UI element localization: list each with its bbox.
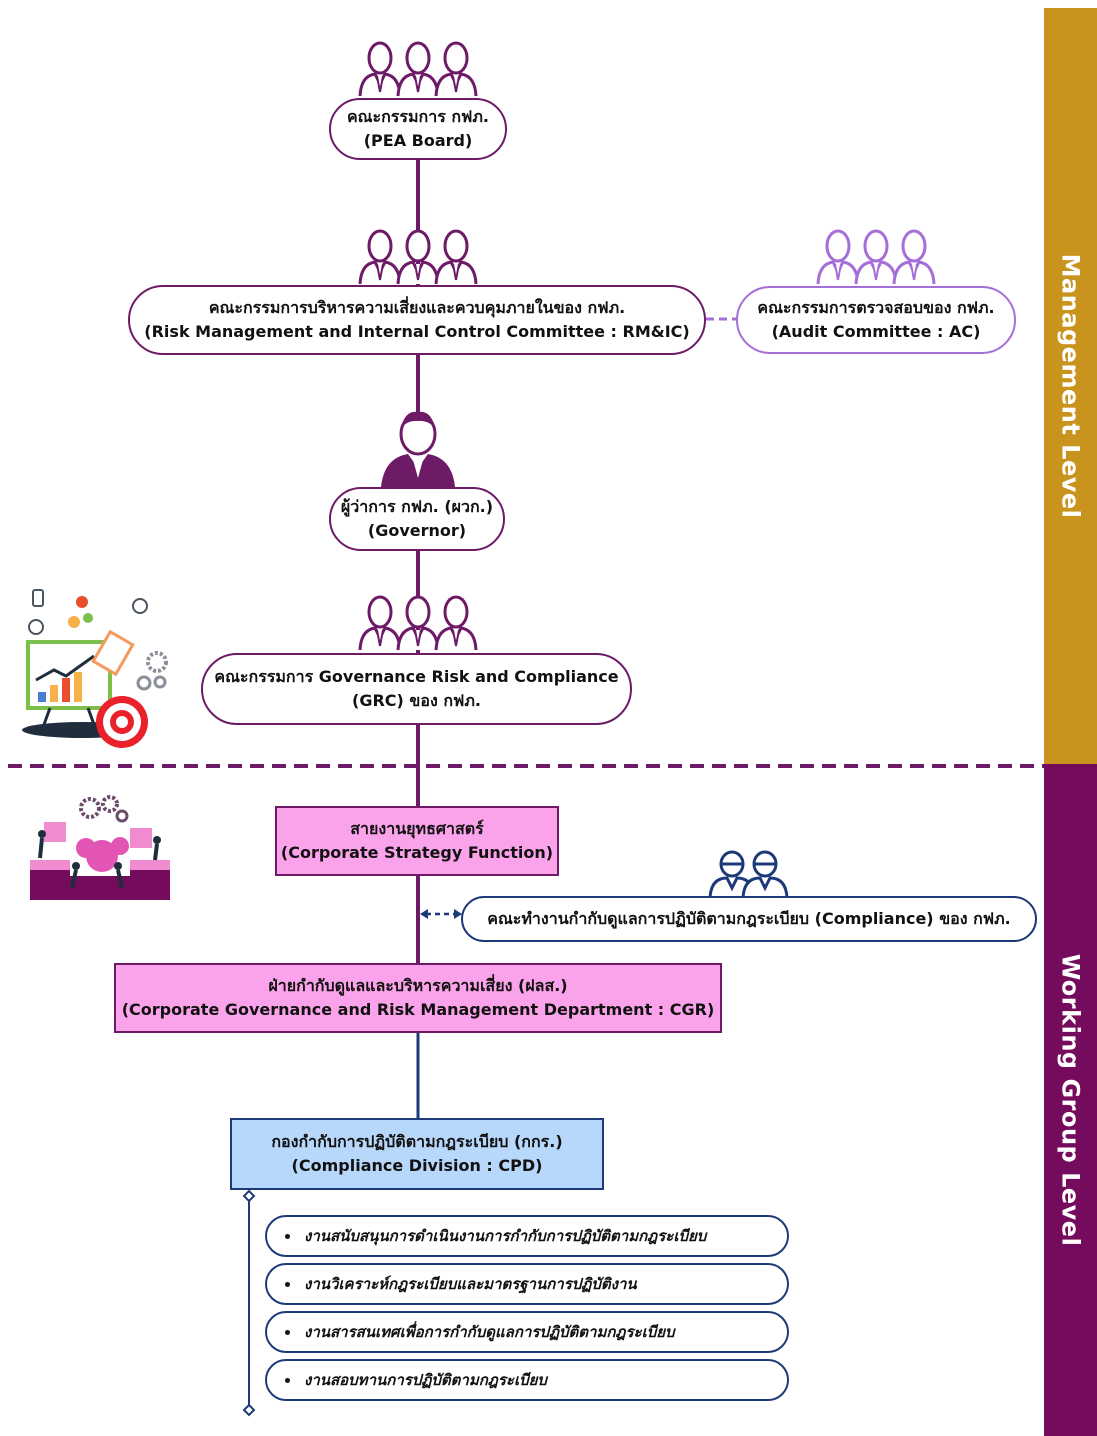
audit-committee-node: คณะกรรมการตรวจสอบของ กฟภ. (Audit Committ… — [736, 286, 1016, 354]
working-group-level-bar: Working Group Level — [1044, 764, 1097, 1436]
cpd-english: (Compliance Division : CPD) — [291, 1156, 543, 1175]
governor-english: (Governor) — [367, 521, 467, 540]
cgr-english: (Corporate Governance and Risk Managemen… — [121, 1000, 715, 1019]
task-item: งานวิเคราะห์กฎระเบียบและมาตรฐานการปฏิบัต… — [265, 1263, 789, 1305]
grc-english: (GRC) ของ กฟภ. — [352, 691, 481, 710]
bullet-icon — [285, 1233, 290, 1239]
corporate-strategy-node: สายงานยุทธศาสตร์ (Corporate Strategy Fun… — [275, 806, 559, 876]
task-item: งานสอบทานการปฏิบัติตามกฎระเบียบ — [265, 1359, 789, 1401]
management-level-bar: Management Level — [1044, 8, 1097, 764]
bullet-icon — [285, 1377, 290, 1383]
grc-committee-node: คณะกรรมการ Governance Risk and Complianc… — [201, 653, 632, 725]
cgr-department-node: ฝ่ายกำกับดูแลและบริหารความเสี่ยง (ฝลส.) … — [114, 963, 722, 1033]
task-label: งานสอบทานการปฏิบัติตามกฎระเบียบ — [304, 1371, 547, 1389]
grc-thai: คณะกรรมการ Governance Risk and Complianc… — [214, 667, 619, 686]
cpd-division-node: กองกำกับการปฏิบัติตามกฎระเบียบ (กกร.) (C… — [230, 1118, 604, 1190]
governor-node: ผู้ว่าการ กฟภ. (ผวก.) (Governor) — [329, 487, 505, 551]
pea-board-english: (PEA Board) — [363, 131, 473, 150]
rmic-thai: คณะกรรมการบริหารความเสี่ยงและควบคุมภายใน… — [208, 298, 626, 317]
rmic-committee-node: คณะกรรมการบริหารความเสี่ยงและควบคุมภายใน… — [128, 285, 706, 355]
bullet-icon — [285, 1329, 290, 1335]
rmic-english: (Risk Management and Internal Control Co… — [144, 322, 690, 341]
task-label: งานสารสนเทศเพื่อการกำกับดูแลการปฏิบัติตา… — [304, 1323, 675, 1341]
task-label: งานวิเคราะห์กฎระเบียบและมาตรฐานการปฏิบัต… — [304, 1275, 637, 1293]
governor-thai: ผู้ว่าการ กฟภ. (ผวก.) — [340, 497, 494, 516]
task-label: งานสนับสนุนการดำเนินงานการกำกับการปฏิบัต… — [304, 1227, 707, 1245]
task-item: งานสารสนเทศเพื่อการกำกับดูแลการปฏิบัติตา… — [265, 1311, 789, 1353]
task-item: งานสนับสนุนการดำเนินงานการกำกับการปฏิบัต… — [265, 1215, 789, 1257]
cgr-thai: ฝ่ายกำกับดูแลและบริหารความเสี่ยง (ฝลส.) — [268, 976, 568, 995]
cpd-thai: กองกำกับการปฏิบัติตามกฎระเบียบ (กกร.) — [271, 1132, 563, 1151]
pea-board-thai: คณะกรรมการ กฟภ. — [346, 107, 490, 126]
compliance-working-team-node: คณะทำงานกำกับดูแลการปฏิบัติตามกฎระเบียบ … — [461, 896, 1037, 942]
bullet-icon — [285, 1281, 290, 1287]
audit-english: (Audit Committee : AC) — [771, 322, 981, 341]
compliance-wg-label: คณะทำงานกำกับดูแลการปฏิบัติตามกฎระเบียบ … — [487, 909, 1011, 928]
strategy-thai: สายงานยุทธศาสตร์ — [350, 819, 484, 838]
strategy-english: (Corporate Strategy Function) — [280, 843, 554, 862]
audit-thai: คณะกรรมการตรวจสอบของ กฟภ. — [757, 298, 995, 317]
pea-board-node: คณะกรรมการ กฟภ. (PEA Board) — [329, 98, 507, 160]
